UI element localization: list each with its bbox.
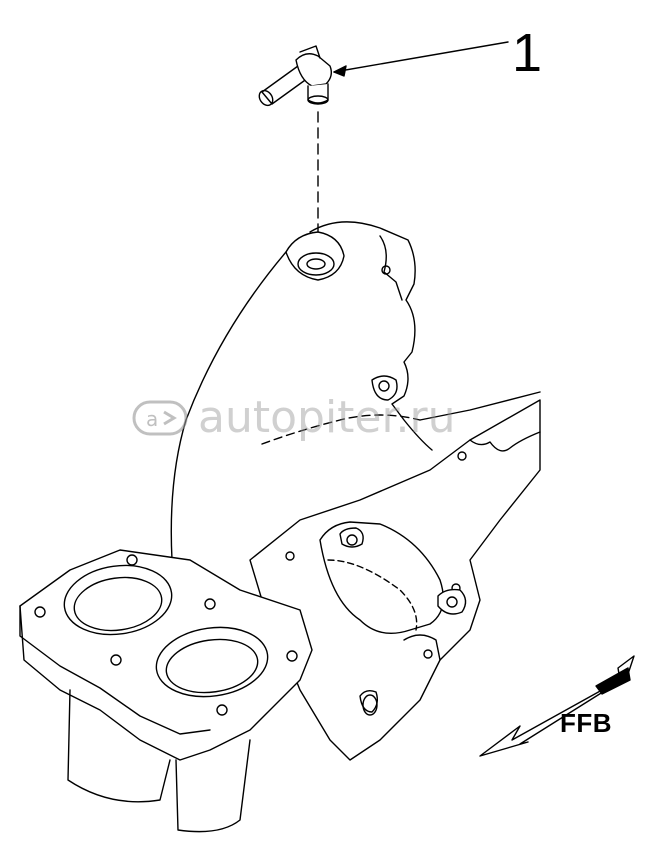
svg-text:a: a [146,407,158,431]
callout-number: 1 [512,23,543,83]
elbow-fitting-part [258,45,333,107]
flange-housing [19,549,313,833]
callout-leader-line [333,41,509,73]
watermark-text: autopiter.ru [198,392,456,443]
watermark: a autopiter.ru [132,396,456,440]
direction-label: FFB [560,708,613,738]
cylinder-block-section [249,399,541,761]
manifold-housing [170,221,541,561]
watermark-logo-icon: a [132,400,188,436]
direction-arrow [479,655,635,757]
